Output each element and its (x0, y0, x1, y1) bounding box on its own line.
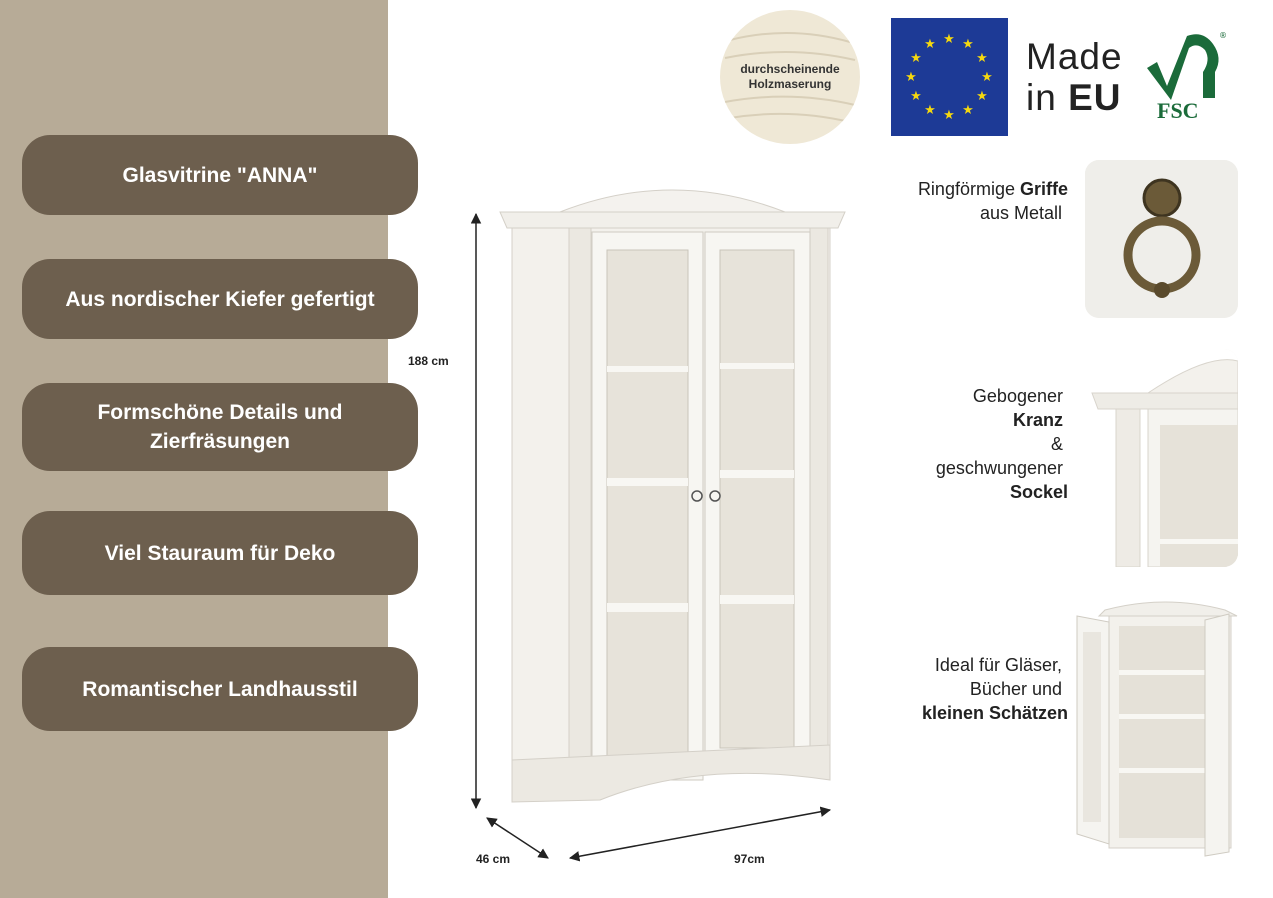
width-dimension-label: 97cm (734, 852, 765, 866)
feature-pill-material: Aus nordischer Kiefer gefertigt (22, 259, 418, 339)
feature-pill-text: Formschöne Details und (97, 401, 343, 424)
wood-grain-badge: durchscheinende Holzmaserung (720, 10, 860, 144)
crown-detail-photo (1088, 349, 1238, 567)
feature-pill-text: Aus nordischer Kiefer gefertigt (65, 287, 375, 311)
svg-text:★: ★ (924, 37, 936, 52)
svg-text:★: ★ (910, 51, 922, 66)
handle-photo (1085, 160, 1238, 318)
svg-text:★: ★ (910, 89, 922, 104)
feature-pill-text: Romantischer Landhausstil (82, 677, 358, 701)
height-dimension-label: 188 cm (408, 354, 449, 368)
svg-text:★: ★ (962, 37, 974, 52)
made-in-eu-text: Made in EU (1026, 36, 1123, 118)
wood-grain-text: durchscheinende Holzmaserung (740, 62, 840, 91)
open-cabinet-photo (1075, 598, 1240, 860)
svg-text:★: ★ (905, 70, 917, 85)
feature-crown-text: Gebogener Kranz & geschwungener Sockel (935, 386, 1068, 502)
wood-grain-texture (724, 32, 856, 123)
feature-handles-text: Ringförmige Griffe aus Metall (917, 179, 1068, 223)
depth-dimension-label: 46 cm (476, 852, 511, 866)
eu-flag-icon: ★★★ ★★★ ★★★ ★★★ (891, 18, 1008, 136)
feature-pill-style: Romantischer Landhausstil (22, 647, 418, 731)
svg-text:★: ★ (976, 51, 988, 66)
svg-text:★: ★ (962, 103, 974, 118)
feature-pill-text: Viel Stauraum für Deko (104, 541, 336, 565)
svg-text:★: ★ (943, 108, 955, 123)
feature-pill-details: Formschöne Details und Zierfräsungen (22, 383, 418, 471)
feature-storage-text: Ideal für Gläser, Bücher und kleinen Sch… (921, 655, 1068, 723)
svg-text:★: ★ (943, 32, 955, 47)
feature-pill-text: Zierfräsungen (149, 430, 291, 453)
fsc-registered-mark: ® (1219, 31, 1227, 40)
feature-pill-storage: Viel Stauraum für Deko (22, 511, 418, 595)
feature-pill-title: Glasvitrine "ANNA" (22, 135, 418, 215)
svg-text:★: ★ (976, 89, 988, 104)
feature-pill-text: Glasvitrine "ANNA" (122, 163, 318, 187)
svg-text:★: ★ (924, 103, 936, 118)
fsc-label: FSC (1157, 98, 1199, 123)
svg-text:★: ★ (981, 70, 993, 85)
fsc-tree-icon: ® (1147, 31, 1227, 101)
